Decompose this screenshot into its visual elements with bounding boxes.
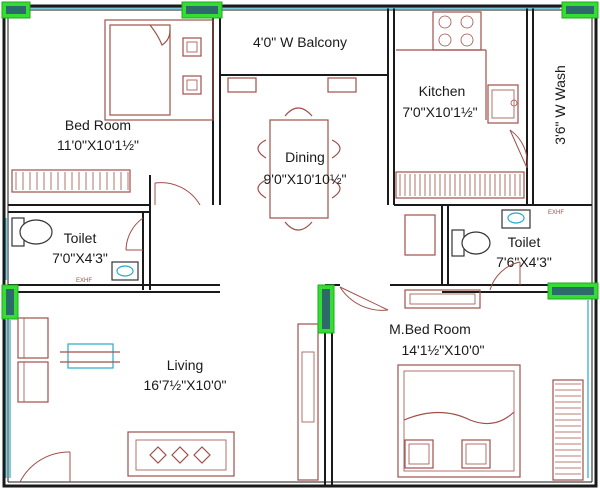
exhaust-label-left: EXHF <box>76 278 92 284</box>
toilet-left-fixtures: EXHF <box>11 217 139 284</box>
dining-table <box>257 107 341 231</box>
balcony-sill <box>227 77 357 93</box>
toilet-left-name: Toilet <box>64 230 97 246</box>
bedroom-furniture <box>11 19 214 193</box>
exhaust-label-right: EXHF <box>548 210 564 216</box>
wash-name: 3'6" W Wash <box>552 65 568 144</box>
master-bedroom-furniture <box>397 289 584 481</box>
dining-size: 9'0"X10'10½" <box>263 171 346 187</box>
living-furniture <box>17 317 319 481</box>
interior-walls <box>8 8 592 486</box>
wash-door <box>509 129 528 169</box>
windows <box>5 7 589 478</box>
outer-walls <box>2 4 598 488</box>
master-bedroom-size: 14'1½"X10'0" <box>401 342 484 358</box>
master-wardrobe-slats <box>555 383 581 475</box>
master-bedroom-name: M.Bed Room <box>389 321 471 337</box>
kitchen-counter-slats <box>399 174 521 196</box>
bedroom-door <box>154 182 201 206</box>
toilet-right-size: 7'6"X4'3" <box>496 254 552 270</box>
kitchen-name: Kitchen <box>419 83 466 99</box>
column-markers <box>1 1 599 334</box>
bedroom-size: 11'0"X10'1½" <box>57 137 139 153</box>
wardrobe-slats <box>15 172 129 190</box>
toilet-right-door <box>489 261 521 291</box>
bedroom-name: Bed Room <box>65 117 131 133</box>
balcony-name: 4'0" W Balcony <box>253 34 347 50</box>
toilet-right-name: Toilet <box>508 234 541 250</box>
toilet-right-fixtures: EXHF <box>404 209 564 257</box>
kitchen-fixtures <box>395 11 525 199</box>
living-size: 16'7½"X10'0" <box>143 377 226 393</box>
master-bedroom-door <box>339 286 389 311</box>
toilet-left-size: 7'0"X4'3" <box>52 250 108 266</box>
kitchen-size: 7'0"X10'1½" <box>402 104 477 120</box>
dining-name: Dining <box>285 149 325 165</box>
main-door <box>19 451 71 483</box>
living-name: Living <box>167 357 204 373</box>
toilet-left-door <box>125 217 144 251</box>
